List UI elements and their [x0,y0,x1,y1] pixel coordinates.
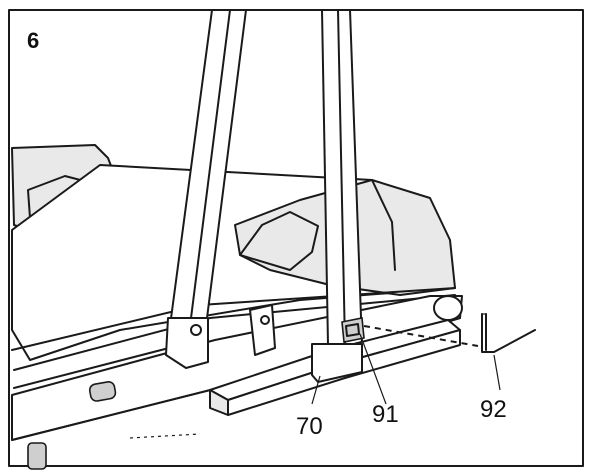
part-callout-91: 91 [372,401,399,428]
lock-pin [363,313,536,353]
mount-bracket [341,317,365,343]
step-number: 6 [27,28,39,53]
base-crossbar [209,319,461,416]
part-callout-70: 70 [296,413,323,440]
leader-line-91 [359,333,387,405]
part-callout-92: 92 [480,396,507,423]
figure-frame [8,9,584,467]
right-upright [321,9,363,346]
left-upright [165,9,276,369]
leader-line-70 [311,375,321,405]
leader-line-92 [493,354,501,391]
